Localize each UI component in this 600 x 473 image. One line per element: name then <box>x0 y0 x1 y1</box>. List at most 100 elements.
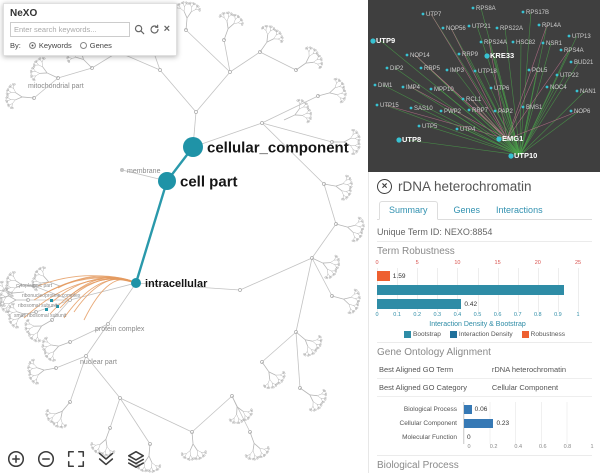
divider <box>377 241 592 242</box>
gene-node-RPS4A[interactable]: RPS4A <box>564 48 584 54</box>
ontology-tree-panel[interactable]: mitochondrial part membrane protein comple… <box>0 0 368 473</box>
term-title: rDNA heterochromatin <box>398 179 532 194</box>
gene-node-EMG1[interactable]: EMG1 <box>502 134 523 143</box>
search-input[interactable] <box>10 22 130 37</box>
view-toolbar <box>6 449 146 469</box>
detail-header: × rDNA heterochromatin <box>377 179 592 194</box>
search-icon[interactable] <box>134 24 145 35</box>
close-icon[interactable]: × <box>377 179 392 194</box>
bar-bootstrap <box>377 283 578 297</box>
tree-label-cytoplasmic-part: cytoplasmic part <box>16 283 53 289</box>
tab-interactions[interactable]: Interactions <box>496 205 543 215</box>
gene-node-RPS8A[interactable]: RPS8A <box>476 6 496 12</box>
refresh-icon[interactable] <box>149 24 160 35</box>
gene-node-UTP18[interactable]: UTP18 <box>478 69 497 75</box>
gene-node-DIP2[interactable]: DIP2 <box>390 66 404 72</box>
gene-node-UTP7[interactable]: UTP7 <box>426 12 442 18</box>
radio-selected-icon <box>28 42 36 49</box>
gene-node-NOP6[interactable]: NOP6 <box>574 109 591 115</box>
collapse-button[interactable] <box>96 449 116 469</box>
tree-label-nuclear-part: nuclear part <box>80 359 117 366</box>
gene-node-RPL4A[interactable]: RPL4A <box>542 23 561 29</box>
gene-node-RPS24A[interactable]: RPS24A <box>484 40 507 46</box>
gene-node-NOC4[interactable]: NOC4 <box>550 85 567 91</box>
gene-node-NOP56[interactable]: NOP56 <box>446 26 466 32</box>
svg-text:intracellular: intracellular <box>145 278 208 290</box>
layers-button[interactable] <box>126 449 146 469</box>
clear-search-icon[interactable]: × <box>163 23 170 35</box>
gene-node-UTP9[interactable]: UTP9 <box>376 36 395 45</box>
radio-keywords[interactable]: Keywords <box>28 41 72 50</box>
gene-node-DIM1[interactable]: DIM1 <box>378 83 393 89</box>
gene-node-BMS1[interactable]: BMS1 <box>526 105 543 111</box>
gene-node-IMP3[interactable]: IMP3 <box>450 68 465 74</box>
gene-node-HSC82[interactable]: HSC82 <box>516 40 536 46</box>
gene-node-RRP5[interactable]: RRP5 <box>424 66 441 72</box>
robustness-x-label: Interaction Density & Bootstrap <box>429 321 526 328</box>
tree-node-cellular_component[interactable]: cellular_component <box>183 137 349 157</box>
gene-node-NAN1[interactable]: NAN1 <box>580 89 597 95</box>
gene-node-RPS22A[interactable]: RPS22A <box>500 26 523 32</box>
gene-node-RRP7[interactable]: RRP7 <box>472 108 489 114</box>
search-panel: NeXO × By: Keywords Genes <box>3 3 177 56</box>
gene-node-RPS17B[interactable]: RPS17B <box>526 10 549 16</box>
detail-tabs: Summary Genes Interactions <box>377 201 592 220</box>
gene-node-MPP10[interactable]: MPP10 <box>434 87 454 93</box>
radio-unselected-icon <box>79 42 87 49</box>
radio-genes[interactable]: Genes <box>79 41 112 50</box>
gene-node-PAP2[interactable]: PAP2 <box>498 109 514 115</box>
divider <box>377 455 592 456</box>
gene-node-UTP8[interactable]: UTP8 <box>402 135 421 144</box>
tree-label-membrane: membrane <box>127 168 161 175</box>
tree-label-small-ribosomal-subunit: small ribosomal subunit <box>14 313 67 319</box>
unique-term-id: Unique Term ID: NEXO:8854 <box>377 227 493 237</box>
gene-node-UTP10[interactable]: UTP10 <box>514 151 537 160</box>
tree-node-intracellular[interactable]: intracellular <box>131 278 208 290</box>
gene-node-UTP13[interactable]: UTP13 <box>572 34 591 40</box>
zoom-out-button[interactable] <box>36 449 56 469</box>
zoom-in-button[interactable] <box>6 449 26 469</box>
svg-text:cell part: cell part <box>180 173 238 190</box>
tab-summary[interactable]: Summary <box>379 201 438 220</box>
gene-node-NSR1[interactable]: NSR1 <box>546 41 563 47</box>
gene-node-UTP22[interactable]: UTP22 <box>560 73 579 79</box>
gene-node-UTP4[interactable]: UTP4 <box>460 127 476 133</box>
gene-node-PWP2[interactable]: PWP2 <box>444 109 462 115</box>
alignment-section-title: Gene Ontology Alignment <box>377 347 491 358</box>
app-title: NeXO <box>10 8 38 19</box>
tree-node-cell-part[interactable]: cell part <box>158 172 238 190</box>
ontology-tree-canvas[interactable]: mitochondrial part membrane protein comple… <box>0 0 368 473</box>
fit-to-screen-button[interactable] <box>66 449 86 469</box>
bar-robustness: 1.59 <box>377 269 578 283</box>
gene-node-UTP15[interactable]: UTP15 <box>380 103 399 109</box>
gene-node-RRP9[interactable]: RRP9 <box>462 52 479 58</box>
gene-node-BUD21[interactable]: BUD21 <box>574 60 594 66</box>
network-panel[interactable]: UTP7 RPS8A RPS17B NOP56 UTP21 RPS22A RPL4A UTP1… <box>368 0 600 172</box>
gene-node-NOP14[interactable]: NOP14 <box>410 53 430 59</box>
gene-node-POL5[interactable]: POL5 <box>532 68 548 74</box>
gene-node-UTP5[interactable]: UTP5 <box>422 124 438 130</box>
network-canvas[interactable]: UTP7 RPS8A RPS17B NOP56 UTP21 RPS22A RPL4A UTP1… <box>368 0 600 172</box>
tree-label-protein-complex: protein complex <box>95 326 145 333</box>
gene-node-KRE33[interactable]: KRE33 <box>490 51 514 60</box>
tab-genes[interactable]: Genes <box>453 205 481 215</box>
gene-node-IMP4[interactable]: IMP4 <box>406 85 421 91</box>
tree-label-mitochondrial-part: mitochondrial part <box>28 83 84 90</box>
gene-node-SAS10[interactable]: SAS10 <box>414 106 433 112</box>
gene-node-UTP6[interactable]: UTP6 <box>494 86 510 92</box>
gene-node-UTP21[interactable]: UTP21 <box>472 24 491 30</box>
tree-label-ribonucleoprotein-complex: ribonucleoprotein complex <box>22 293 81 299</box>
gene-node-RCL1[interactable]: RCL1 <box>466 97 482 103</box>
by-label: By: <box>10 41 21 50</box>
